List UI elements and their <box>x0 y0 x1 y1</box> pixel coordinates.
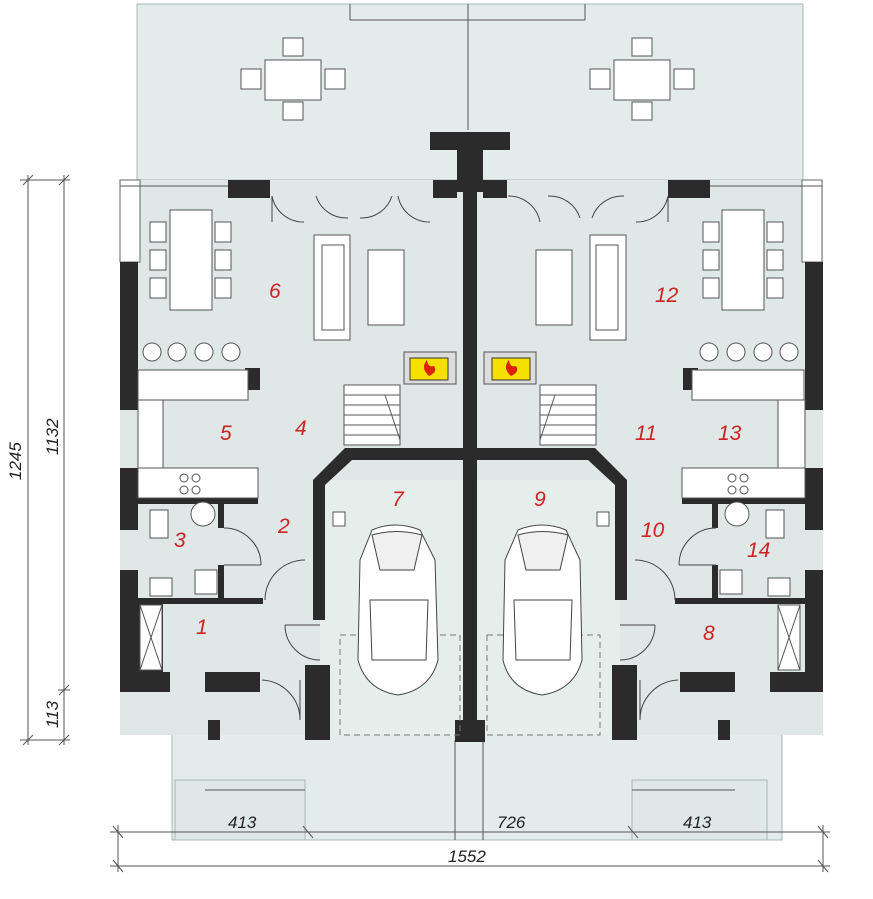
room-label-5: 5 <box>220 422 232 445</box>
room-label-13: 13 <box>718 422 742 445</box>
dim-bottom-total: 1552 <box>448 847 486 866</box>
dining-table-left <box>149 209 232 311</box>
stairs-right <box>539 384 597 446</box>
car-left <box>357 524 439 696</box>
patio-table-left <box>240 37 346 121</box>
room-label-14: 14 <box>747 539 770 562</box>
room-label-11: 11 <box>635 422 657 445</box>
walls <box>120 132 823 742</box>
room-label-9: 9 <box>534 488 546 511</box>
dim-left-outer: 1245 <box>6 442 25 480</box>
room-label-3: 3 <box>174 529 186 552</box>
fireplace-left <box>403 351 457 385</box>
sofa-right <box>535 234 627 341</box>
bar-stools-right <box>699 342 799 362</box>
fireplace-right <box>483 351 537 385</box>
stairs-left <box>343 384 401 446</box>
room-label-8: 8 <box>703 622 715 645</box>
room-label-1: 1 <box>196 616 208 639</box>
room-label-4: 4 <box>295 417 307 440</box>
patio-table-right <box>589 37 695 121</box>
bottom-dimensions <box>110 825 830 873</box>
room-label-10: 10 <box>641 519 665 542</box>
dining-table-right <box>702 209 784 311</box>
bar-stools-left <box>142 342 241 362</box>
dim-left-inner: 1132 <box>43 418 62 455</box>
dim-bottom-left: 413 <box>228 813 257 832</box>
dim-left-small: 113 <box>43 700 62 728</box>
room-label-6: 6 <box>269 280 281 303</box>
room-label-2: 2 <box>277 515 290 538</box>
room-label-12: 12 <box>655 284 679 307</box>
dim-bottom-mid: 726 <box>497 813 526 832</box>
car-right <box>502 524 583 696</box>
dim-bottom-right: 413 <box>683 813 712 832</box>
left-dimensions <box>20 174 70 746</box>
sofa-left <box>313 234 405 341</box>
room-label-7: 7 <box>392 488 405 511</box>
